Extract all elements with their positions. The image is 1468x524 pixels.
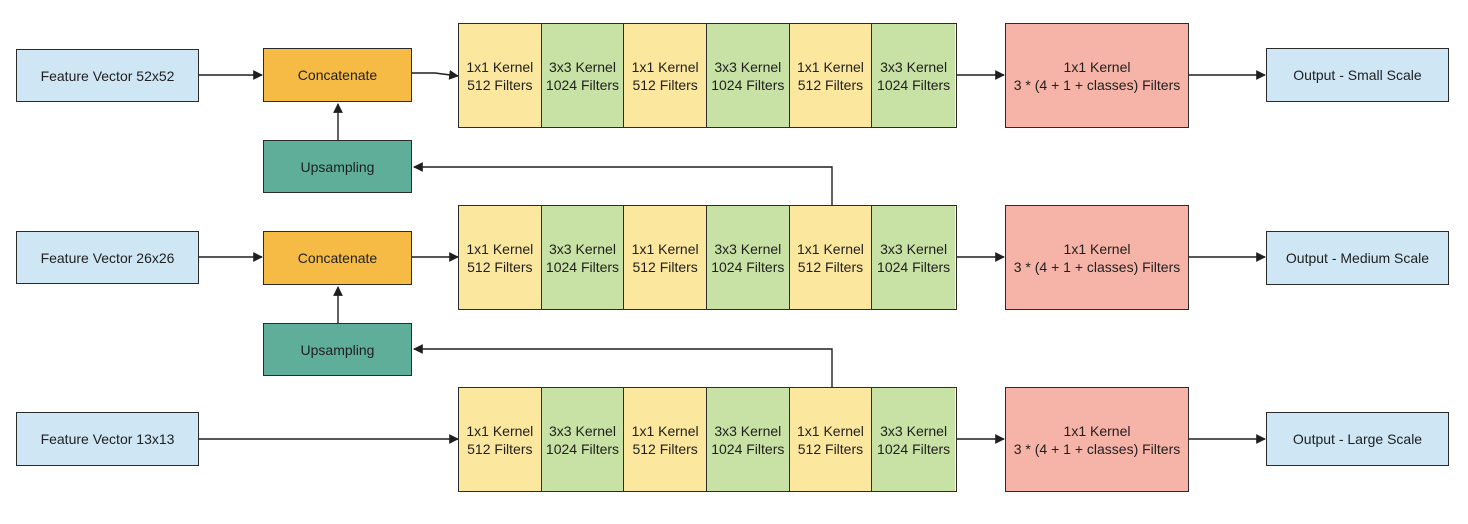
conv-block: 3x3 Kernel 1024 Filters — [541, 206, 625, 309]
upsampling-label: Upsampling — [300, 158, 375, 175]
kernel-label: 1x1 Kernel — [466, 240, 534, 257]
kernel-label: 3x3 Kernel — [880, 422, 948, 439]
arrow-conv3-to-upsample2 — [413, 344, 833, 388]
kernel-label: 1x1 Kernel — [466, 58, 534, 75]
kernel-label: 3x3 Kernel — [549, 58, 616, 75]
conv-block: 3x3 Kernel 1024 Filters — [706, 388, 790, 491]
kernel-label: 3x3 Kernel — [880, 58, 948, 75]
conv-block: 3x3 Kernel 1024 Filters — [541, 388, 625, 491]
conv-stack-large: 1x1 Kernel 512 Filters 3x3 Kernel 1024 F… — [458, 387, 957, 492]
kernel-label: 1x1 Kernel — [631, 422, 699, 439]
conv-block: 3x3 Kernel 1024 Filters — [541, 24, 625, 127]
output-medium-scale-box: Output - Medium Scale — [1266, 231, 1449, 285]
conv-block: 1x1 Kernel 512 Filters — [459, 24, 542, 127]
kernel-label: 1x1 Kernel — [796, 240, 864, 257]
kernel-label: 1x1 Kernel — [631, 58, 699, 75]
kernel-label: 3x3 Kernel — [714, 240, 782, 257]
feature-vector-52-box: Feature Vector 52x52 — [16, 49, 199, 102]
output-medium-scale-label: Output - Medium Scale — [1285, 250, 1430, 266]
filters-label: 512 Filters — [467, 258, 533, 275]
conv-block: 1x1 Kernel 512 Filters — [789, 206, 873, 309]
conv-block: 3x3 Kernel 1024 Filters — [872, 388, 955, 491]
arrow-concat1-to-conv1 — [412, 70, 459, 80]
conv-block: 1x1 Kernel 512 Filters — [624, 24, 707, 127]
kernel-label: 1x1 Kernel — [466, 422, 534, 439]
filters-label: 512 Filters — [797, 440, 864, 457]
conv-block: 3x3 Kernel 1024 Filters — [872, 24, 955, 127]
output-small-scale-label: Output - Small Scale — [1293, 67, 1422, 83]
filters-label: 1024 Filters — [711, 76, 785, 93]
kernel-label: 3x3 Kernel — [549, 422, 616, 439]
filters-label: 512 Filters — [467, 440, 533, 457]
conv-block: 1x1 Kernel 512 Filters — [459, 388, 542, 491]
conv-block: 1x1 Kernel 512 Filters — [789, 24, 873, 127]
filters-label: 512 Filters — [632, 258, 698, 275]
output-large-scale-box: Output - Large Scale — [1266, 412, 1449, 466]
upsampling-box-1: Upsampling — [263, 140, 412, 193]
detection-head-large: 1x1 Kernel 3 * (4 + 1 + classes) Filters — [1005, 387, 1189, 492]
conv-block: 3x3 Kernel 1024 Filters — [706, 24, 790, 127]
conv-block: 3x3 Kernel 1024 Filters — [706, 206, 790, 309]
head-kernel-label: 1x1 Kernel — [1063, 240, 1131, 257]
kernel-label: 1x1 Kernel — [631, 240, 699, 257]
filters-label: 1024 Filters — [545, 440, 620, 457]
conv-stack-small: 1x1 Kernel 512 Filters 3x3 Kernel 1024 F… — [458, 23, 957, 128]
filters-label: 1024 Filters — [877, 440, 951, 457]
output-small-scale-box: Output - Small Scale — [1266, 48, 1449, 102]
feature-vector-52-label: Feature Vector 52x52 — [40, 67, 175, 84]
filters-label: 1024 Filters — [877, 258, 951, 275]
filters-label: 1024 Filters — [877, 76, 951, 93]
filters-label: 1024 Filters — [711, 258, 785, 275]
feature-vector-26-box: Feature Vector 26x26 — [16, 231, 199, 284]
concatenate-label: Concatenate — [297, 67, 378, 83]
arrow-conv2-to-upsample1 — [413, 162, 833, 206]
filters-label: 512 Filters — [632, 76, 698, 93]
kernel-label: 3x3 Kernel — [549, 240, 616, 257]
filters-label: 512 Filters — [797, 76, 864, 93]
detection-head-small: 1x1 Kernel 3 * (4 + 1 + classes) Filters — [1005, 23, 1189, 128]
upsampling-label: Upsampling — [300, 341, 375, 358]
output-large-scale-label: Output - Large Scale — [1292, 431, 1423, 447]
head-filters-label: 3 * (4 + 1 + classes) Filters — [1013, 440, 1181, 457]
conv-block: 1x1 Kernel 512 Filters — [789, 388, 873, 491]
kernel-label: 1x1 Kernel — [796, 422, 864, 439]
conv-block: 1x1 Kernel 512 Filters — [624, 388, 707, 491]
filters-label: 512 Filters — [467, 76, 533, 93]
kernel-label: 3x3 Kernel — [714, 422, 782, 439]
filters-label: 1024 Filters — [545, 258, 620, 275]
filters-label: 1024 Filters — [545, 76, 620, 93]
feature-vector-26-label: Feature Vector 26x26 — [40, 249, 175, 266]
feature-vector-13-label: Feature Vector 13x13 — [40, 431, 175, 447]
kernel-label: 3x3 Kernel — [714, 58, 782, 75]
kernel-label: 1x1 Kernel — [796, 58, 864, 75]
detection-head-medium: 1x1 Kernel 3 * (4 + 1 + classes) Filters — [1005, 205, 1189, 310]
concatenate-box-small: Concatenate — [263, 48, 412, 102]
head-kernel-label: 1x1 Kernel — [1063, 58, 1131, 75]
head-kernel-label: 1x1 Kernel — [1063, 422, 1131, 439]
filters-label: 1024 Filters — [711, 440, 785, 457]
kernel-label: 3x3 Kernel — [880, 240, 948, 257]
filters-label: 512 Filters — [797, 258, 864, 275]
upsampling-box-2: Upsampling — [263, 323, 412, 376]
head-filters-label: 3 * (4 + 1 + classes) Filters — [1013, 258, 1181, 275]
conv-stack-medium: 1x1 Kernel 512 Filters 3x3 Kernel 1024 F… — [458, 205, 957, 310]
concatenate-box-medium: Concatenate — [263, 231, 412, 285]
concatenate-label: Concatenate — [297, 250, 378, 266]
filters-label: 512 Filters — [632, 440, 698, 457]
conv-block: 3x3 Kernel 1024 Filters — [872, 206, 955, 309]
head-filters-label: 3 * (4 + 1 + classes) Filters — [1013, 76, 1181, 93]
conv-block: 1x1 Kernel 512 Filters — [459, 206, 542, 309]
feature-vector-13-box: Feature Vector 13x13 — [16, 412, 199, 466]
conv-block: 1x1 Kernel 512 Filters — [624, 206, 707, 309]
